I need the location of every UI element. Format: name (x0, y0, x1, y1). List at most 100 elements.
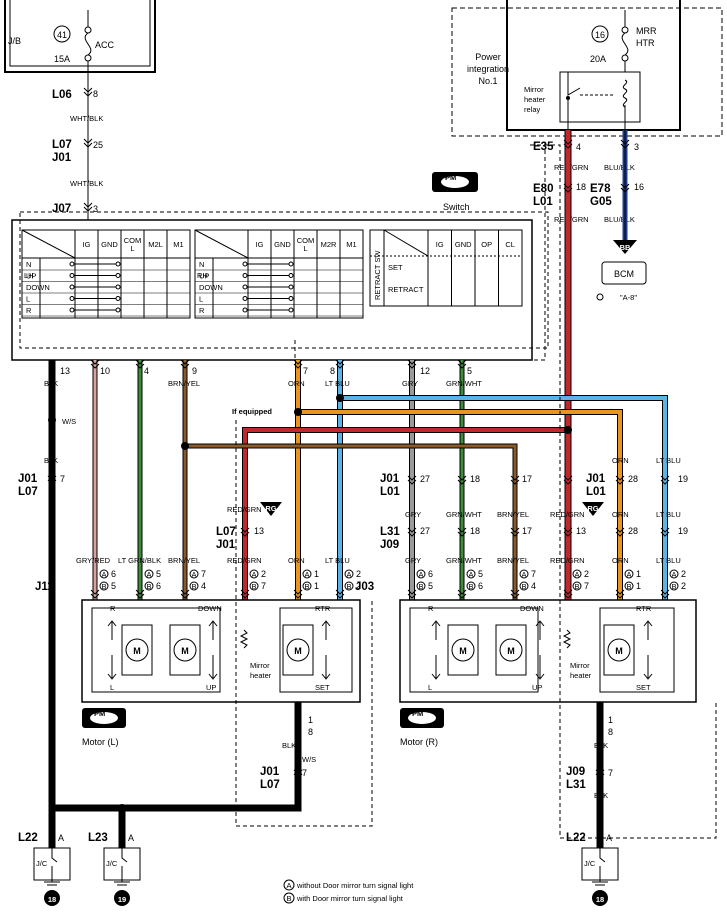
legend-a: without Door mirror turn signal light (296, 881, 414, 890)
pin-b-letter: B (146, 582, 151, 591)
pin-b-letter: B (304, 582, 309, 591)
connector-tick (457, 475, 467, 485)
sw-pin-4: 4 (144, 366, 149, 376)
connector-tick (660, 475, 670, 485)
bcm-label: BCM (614, 269, 634, 279)
pin-b-mark (624, 581, 634, 591)
ground-jc-2: J/C (584, 859, 596, 868)
conn-e35: E35 (533, 141, 554, 153)
pin-a-mark (249, 569, 259, 579)
connector-tick (180, 589, 190, 599)
splice-0 (48, 416, 56, 424)
mr-caption: Motor (R) (400, 737, 438, 747)
relay-label-1: Mirror (524, 85, 544, 94)
blk-label: BLK (44, 456, 58, 465)
pin-b-letter: B (191, 582, 196, 591)
connector-tick (407, 527, 417, 537)
pin-b-5: 2 (681, 581, 686, 591)
pin-b-letter: B (671, 582, 676, 591)
pin-a-letter: A (574, 570, 579, 579)
wire-orn-cross (298, 410, 622, 600)
pin-18-b: 18 (470, 526, 480, 536)
red-grn-l: RED/GRN (227, 505, 262, 514)
pin-b-4: 1 (636, 581, 641, 591)
wire-orn-fr2: ORN (612, 510, 629, 519)
pin-18-red: 18 (576, 182, 586, 192)
ml-gnd-wire: BLK (282, 741, 296, 750)
ground-num-badge-2 (592, 890, 608, 906)
pin-19-b: 19 (678, 526, 688, 536)
connector-tick (510, 475, 520, 485)
wire-orn-fr3: ORN (612, 556, 629, 565)
switch-row-rh-rows-4: R (199, 306, 205, 315)
pin-e35-4: 4 (576, 142, 581, 152)
pin-a-mark (99, 569, 109, 579)
pin-b-letter: B (101, 582, 106, 591)
sw-pin-9: 9 (192, 366, 197, 376)
pin-25: 25 (93, 140, 103, 150)
conn-e80: E80 (533, 183, 553, 195)
retract-col-2: OP (481, 240, 492, 249)
switch-label: Switch (443, 202, 470, 212)
pin-b-mark (302, 581, 312, 591)
conn-j03: J03 (355, 581, 374, 593)
legend-b: with Door mirror turn signal light (296, 894, 404, 903)
pin-b-4: 1 (314, 581, 319, 591)
pin-a-letter: A (521, 570, 526, 579)
ground-pin-2: A (606, 833, 612, 843)
pin-a-4: 1 (636, 569, 641, 579)
connector-tick (240, 589, 250, 599)
connector-tick (563, 527, 573, 537)
relay-label-3: relay (524, 105, 541, 114)
mr-gnd-b: 8 (608, 727, 613, 737)
pin-16: 16 (634, 182, 644, 192)
switch-col-lh-heads-1: GND (101, 240, 118, 249)
ml-up: UP (206, 683, 216, 692)
connector-tick (510, 589, 520, 599)
pin-a-4: 1 (314, 569, 319, 579)
ml-wire-2: LT GRN/BLK (118, 556, 161, 565)
switch-col-rh-heads-2: L (303, 244, 307, 253)
connector-tick (615, 527, 625, 537)
power-integration-box: Power integration No.1 16 20A MRR HTR Mi… (451, 0, 723, 137)
fuse-acc-label: ACC (95, 40, 115, 50)
conn-l31-r: L31 (380, 526, 400, 538)
ml-rtr: RTR (315, 604, 331, 613)
ml-gnd-a: 1 (308, 715, 313, 725)
mr-motor-3: M (615, 646, 623, 656)
switch-col-rh-heads-3: M2R (321, 240, 337, 249)
conn-j01-l: J01 (18, 473, 38, 485)
wire-wht-blk-2: WHT/BLK (70, 179, 103, 188)
wire-grn-wht-r2: GRN/WHT (446, 556, 482, 565)
pin-a-mark (624, 569, 634, 579)
pin-b-3: 7 (584, 581, 589, 591)
wire-red-grn-cross (243, 428, 568, 600)
conn-j01-b: J01 (216, 539, 236, 551)
ml-wire-3: BRN/YEL (168, 556, 200, 565)
connector-tick (293, 589, 303, 599)
conn-l07: L07 (52, 139, 72, 151)
pin-a-5: 2 (681, 569, 686, 579)
ground-pin-0: A (58, 833, 64, 843)
conn-l07-b: L07 (216, 526, 236, 538)
pin-a-mark (669, 569, 679, 579)
sw-wire-orn: ORN (288, 379, 305, 388)
connector-tick (563, 475, 573, 485)
wire-blu-blk-2: BLU/BLK (604, 215, 635, 224)
bcm-ref: "A-8" (620, 293, 637, 302)
pin-a-mark (416, 569, 426, 579)
pin-8: 8 (93, 89, 98, 99)
connector-tick (615, 589, 625, 599)
connector-tick (335, 589, 345, 599)
pin-a-letter: A (468, 570, 473, 579)
conn-j07: J07 (52, 203, 71, 215)
switch-col-lh-heads-4: M1 (173, 240, 183, 249)
connector-tick (135, 359, 145, 369)
switch-row-lh-rows-4: R (26, 306, 32, 315)
wire-blk-main (49, 360, 125, 860)
ml-heater-2: heater (250, 671, 272, 680)
sw-pin-12: 12 (420, 366, 430, 376)
ground-conn-1: L23 (88, 832, 108, 844)
